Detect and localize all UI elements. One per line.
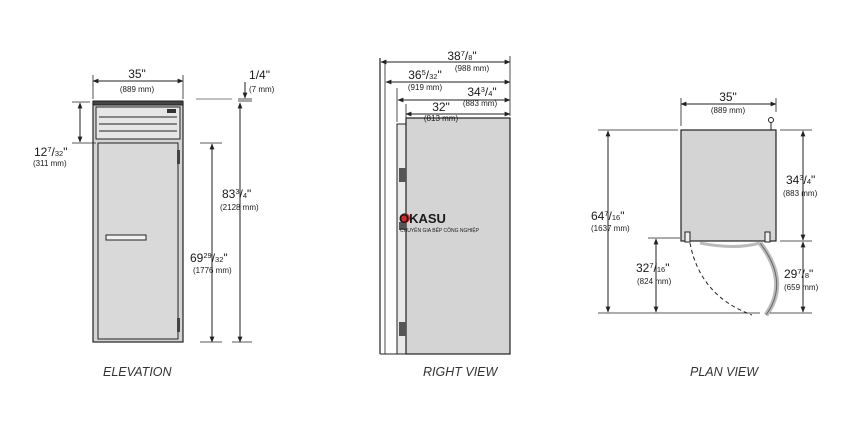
plan-view-door-swing-metric: (824 mm) bbox=[637, 277, 672, 286]
elevation-top-cap bbox=[92, 100, 184, 106]
right-view-depth-overall-metric: (988 mm) bbox=[455, 64, 490, 73]
elevation-door-handle bbox=[105, 234, 147, 241]
plan-view-hinge-left bbox=[684, 231, 691, 243]
elevation-top-gap-metric: (7 mm) bbox=[249, 85, 275, 94]
elevation-door-height-metric: (1776 mm) bbox=[193, 266, 232, 275]
right-view: 387/8" (988 mm) 365/32" (919 mm) 343/4" … bbox=[379, 49, 511, 379]
plan-view-door-open bbox=[758, 241, 780, 317]
right-view-depth-3-metric: (883 mm) bbox=[463, 99, 498, 108]
right-view-depth-2-label: 365/32" bbox=[408, 68, 441, 82]
right-view-handle bbox=[399, 222, 406, 230]
elevation-view: 35" (889 mm) 1/4" (7 mm) 833/4" (2128 mm… bbox=[33, 67, 275, 379]
plan-view-body-depth-metric: (883 mm) bbox=[783, 189, 818, 198]
right-view-door-edge bbox=[396, 123, 407, 355]
right-view-caption: RIGHT VIEW bbox=[423, 365, 499, 379]
plan-view-total-depth-label: 647/16" bbox=[591, 209, 624, 223]
plan-view-total-depth-metric: (1637 mm) bbox=[591, 224, 630, 233]
plan-view-width-metric: (889 mm) bbox=[711, 106, 746, 115]
elevation-logo-plate bbox=[167, 109, 176, 113]
right-view-depth-body-metric: (813 mm) bbox=[424, 114, 459, 123]
plan-view-hinge-right bbox=[764, 231, 771, 243]
elevation-hinge-bottom bbox=[177, 318, 180, 332]
right-view-depth-3-label: 343/4" bbox=[467, 85, 496, 99]
svg-text:CHUYÊN GIA BẾP CÔNG NGHIỆP: CHUYÊN GIA BẾP CÔNG NGHIỆP bbox=[400, 226, 480, 234]
elevation-door-height-label: 6929/32" bbox=[190, 251, 228, 265]
plan-view-cabinet bbox=[680, 129, 777, 242]
plan-view-body-depth-label: 343/4" bbox=[786, 173, 815, 187]
right-view-depth-2-metric: (919 mm) bbox=[408, 83, 443, 92]
plan-view-width-label: 35" bbox=[719, 90, 737, 104]
plan-view-caption: PLAN VIEW bbox=[690, 365, 759, 379]
right-view-depth-overall-label: 387/8" bbox=[447, 49, 476, 63]
svg-text:OKASU: OKASU bbox=[399, 211, 446, 226]
elevation-width-label: 35" bbox=[128, 67, 146, 81]
plan-view: 35" (889 mm) 647/16" (1637 mm) 327/16" (… bbox=[591, 90, 819, 379]
elevation-caption: ELEVATION bbox=[103, 365, 173, 379]
elevation-hinge-top bbox=[177, 150, 180, 164]
elevation-top-offset-label: 127/32" bbox=[34, 145, 67, 159]
plan-view-door-swing-arc bbox=[689, 242, 753, 316]
elevation-door bbox=[97, 142, 179, 340]
plan-view-door-clearance-label: 297/8" bbox=[784, 267, 813, 281]
elevation-height-metric: (2128 mm) bbox=[220, 203, 259, 212]
plan-view-door-swing-label: 327/16" bbox=[636, 261, 669, 275]
okasu-watermark-logo: OKASU CHUYÊN GIA BẾP CÔNG NGHIỆP bbox=[399, 211, 480, 234]
plan-view-door-clearance-metric: (659 mm) bbox=[784, 283, 819, 292]
right-view-depth-body-label: 32" bbox=[432, 100, 450, 114]
elevation-width-metric: (889 mm) bbox=[120, 85, 155, 94]
elevation-height-label: 833/4" bbox=[222, 187, 251, 201]
right-view-hinge-top bbox=[399, 168, 406, 182]
elevation-top-offset-metric: (311 mm) bbox=[33, 159, 67, 168]
elevation-louver-panel bbox=[95, 106, 181, 140]
right-view-cabinet bbox=[405, 117, 511, 355]
right-view-hinge-bottom bbox=[399, 322, 406, 336]
elevation-top-gap-label: 1/4" bbox=[249, 68, 270, 82]
